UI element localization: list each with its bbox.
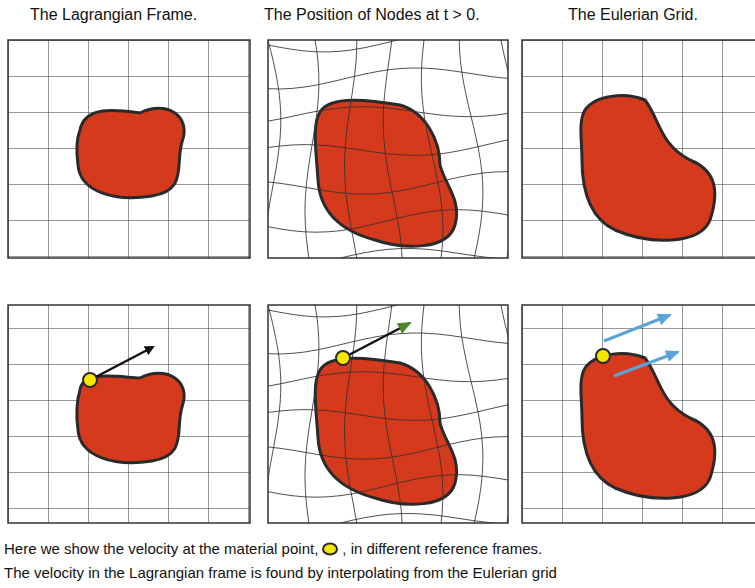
panel-title: The Position of Nodes at t > 0. (264, 6, 480, 24)
grid-velocity-arrow (614, 352, 678, 376)
caption-text: The velocity in the Lagrangian frame is … (4, 564, 557, 581)
caption-line: Here we show the velocity at the materia… (4, 540, 542, 557)
deformed-panel (268, 305, 508, 523)
material-body (77, 96, 715, 505)
panel-title: The Lagrangian Frame. (30, 6, 197, 24)
deformed-grid (268, 305, 508, 523)
lagrangian-panel (8, 40, 250, 523)
deformed-grid (268, 40, 508, 258)
material-point (83, 349, 610, 387)
caption-text: , in different reference frames. (342, 540, 542, 557)
caption-line: The velocity in the Lagrangian frame is … (4, 564, 557, 581)
caption-text: Here we show the velocity at the materia… (4, 540, 318, 557)
deformed-panel (268, 40, 508, 258)
eulerian-panel (522, 40, 755, 523)
velocity-arrow (90, 347, 153, 380)
material-point-symbol (318, 541, 342, 557)
grid-velocity-arrow (604, 315, 670, 341)
velocity-arrow (343, 323, 410, 358)
panel-title: The Eulerian Grid. (568, 6, 698, 24)
